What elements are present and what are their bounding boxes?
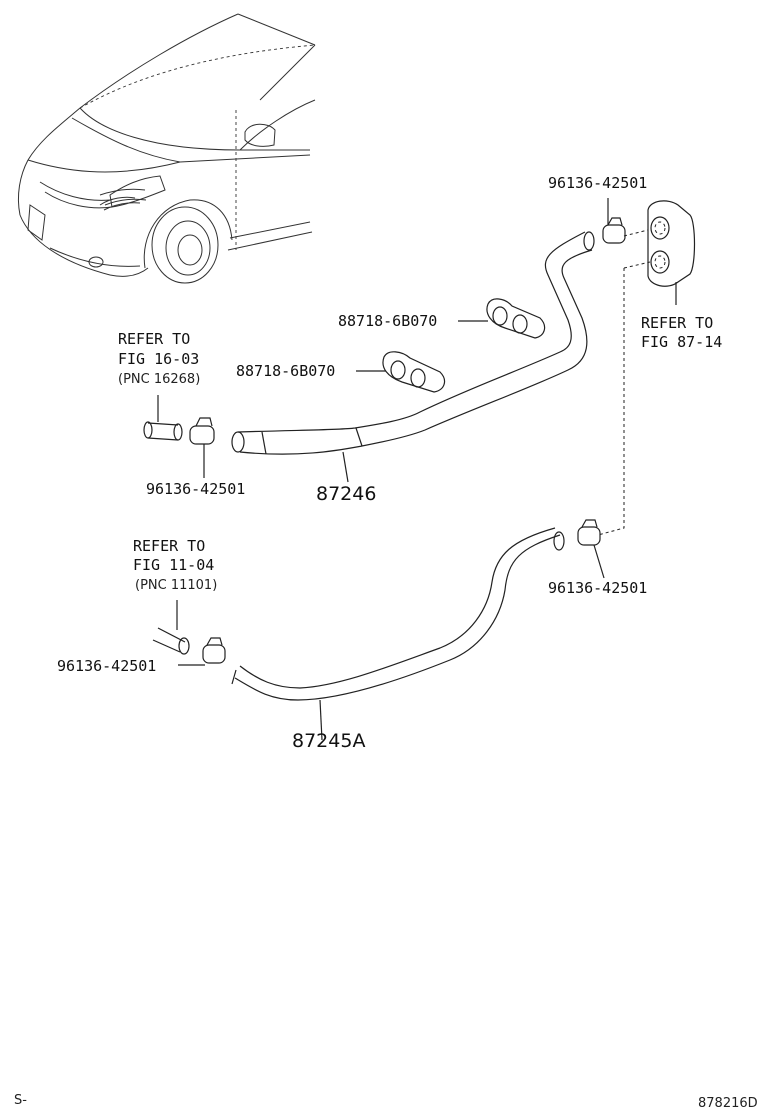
label-refer-mid-left-1: REFER TO [118,330,190,348]
clip-lower [356,351,446,393]
hose-87245a [231,527,565,741]
clip-upper [458,298,546,339]
label-hose-lower: 87245A [292,730,365,752]
footer-left: S- [14,1093,27,1108]
vehicle-illustration [17,13,316,284]
label-clamp-low-left: 96136-42501 [57,657,156,675]
clamp-top-right [602,198,626,244]
label-refer-top-right-1: REFER TO [641,314,713,332]
label-clamp-top-right: 96136-42501 [548,174,647,192]
label-refer-mid-left-3: (PNC 16268) [118,372,200,387]
label-refer-low-left-1: REFER TO [133,537,205,555]
label-clip-upper: 88718-6B070 [338,312,437,330]
clamp-low-left [178,637,226,666]
label-refer-low-left-3: (PNC 11101) [135,578,217,593]
label-refer-low-left-2: FIG 11-04 [133,556,214,574]
pipe-stub-upper [143,395,183,441]
footer-right: 878216D [698,1096,758,1111]
label-refer-mid-left-2: FIG 16-03 [118,350,199,368]
pipe-stub-lower [152,600,190,655]
clamp-mid-left [189,417,215,478]
hose-87246 [231,231,595,483]
label-hose-upper: 87246 [316,483,376,505]
label-clip-lower: 88718-6B070 [236,362,335,380]
label-refer-top-right-2: FIG 87-14 [641,333,722,351]
label-clamp-low-right: 96136-42501 [548,579,647,597]
clamp-low-right [577,519,605,579]
tank-grommet [647,200,696,305]
label-clamp-mid-left: 96136-42501 [146,480,245,498]
